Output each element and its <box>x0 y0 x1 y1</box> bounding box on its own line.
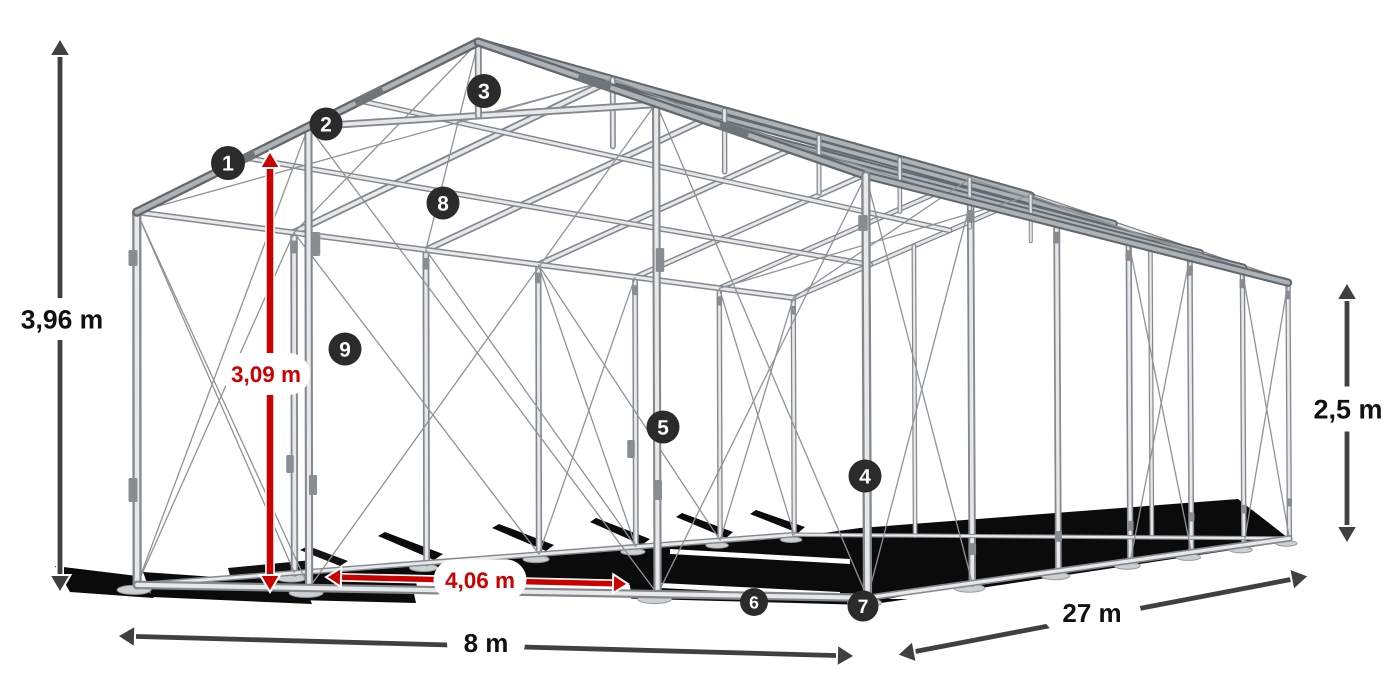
svg-text:4,06 m: 4,06 m <box>445 568 515 593</box>
svg-text:2: 2 <box>320 113 332 136</box>
svg-text:8: 8 <box>437 192 449 215</box>
svg-text:1: 1 <box>222 152 234 176</box>
svg-text:3,09 m: 3,09 m <box>231 362 301 387</box>
svg-text:4: 4 <box>859 465 871 488</box>
svg-text:5: 5 <box>657 416 669 439</box>
svg-text:6: 6 <box>749 592 759 612</box>
svg-text:7: 7 <box>858 596 869 618</box>
svg-text:2,5 m: 2,5 m <box>1313 394 1382 424</box>
svg-text:3,96 m: 3,96 m <box>21 304 104 334</box>
svg-text:3: 3 <box>478 80 490 104</box>
svg-text:8 m: 8 m <box>464 628 509 658</box>
svg-text:9: 9 <box>339 338 351 361</box>
svg-text:27 m: 27 m <box>1062 598 1121 628</box>
